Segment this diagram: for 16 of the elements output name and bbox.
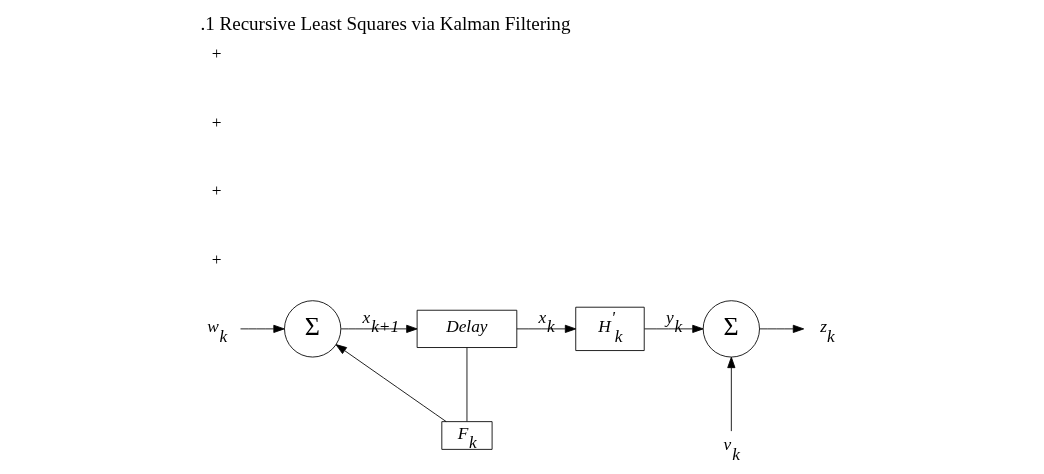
connector [466,347,468,422]
node-circle: Σ [702,300,760,358]
node-box: Delay [416,309,518,348]
arrow [644,324,704,333]
label: + [211,44,222,64]
arrow [727,356,736,432]
arrow [759,324,805,333]
diagram-title: .1 Recursive Least Squares via Kalman Filtering [200,13,571,35]
node-circle: Σ [284,300,342,358]
arrow [335,344,447,422]
arrow [240,324,285,333]
label: + [211,181,222,201]
label: + [211,249,222,269]
label: + [211,112,222,132]
arrow [516,324,577,333]
arrow [340,324,418,333]
